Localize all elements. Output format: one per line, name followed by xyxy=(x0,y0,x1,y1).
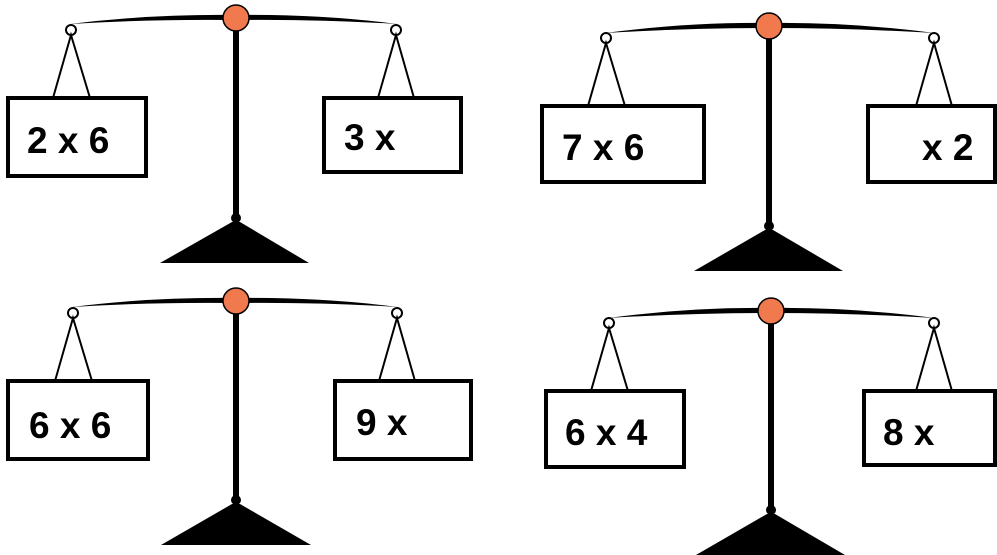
right-pan-box xyxy=(322,96,463,174)
balance-scale-1: 2 x 6 3 x xyxy=(6,4,463,263)
pivot-knob xyxy=(222,287,250,315)
balance-scale-3: 6 x 6 9 x xyxy=(6,287,473,545)
post-joint xyxy=(764,221,774,231)
right-pan-label: x 2 xyxy=(922,127,973,168)
post-joint xyxy=(231,213,241,223)
balance-scale-4: 6 x 4 8 x xyxy=(544,297,997,555)
left-pan-box xyxy=(544,389,686,469)
left-pan-label: 2 x 6 xyxy=(27,120,109,161)
left-pan-box xyxy=(6,379,150,461)
right-strings xyxy=(915,324,953,392)
right-pan-label: 9 x xyxy=(356,402,408,443)
right-pan-box xyxy=(862,389,997,467)
scale-base xyxy=(161,504,311,545)
left-strings xyxy=(587,39,626,107)
pivot-knob xyxy=(222,4,250,32)
left-pan-label: 6 x 4 xyxy=(565,412,648,453)
left-pan-box xyxy=(6,96,148,178)
right-strings xyxy=(378,314,416,382)
left-strings xyxy=(54,314,93,382)
right-pan-label: 8 x xyxy=(883,412,935,453)
post-joint xyxy=(231,495,241,505)
left-strings xyxy=(52,31,91,99)
post-joint xyxy=(766,505,776,515)
pivot-knob xyxy=(757,297,785,325)
right-strings xyxy=(377,31,415,99)
left-pan-box xyxy=(540,104,706,184)
scale-base xyxy=(694,230,843,271)
right-strings xyxy=(915,39,953,107)
left-strings xyxy=(590,324,629,392)
right-pan-box xyxy=(866,104,997,184)
left-pan-label: 7 x 6 xyxy=(562,127,644,168)
scale-base xyxy=(160,222,309,263)
right-pan-label: 3 x xyxy=(344,117,396,158)
right-pan-box xyxy=(333,379,473,461)
left-pan-label: 6 x 6 xyxy=(29,405,111,446)
pivot-knob xyxy=(755,12,783,40)
balance-scale-2: 7 x 6 x 2 xyxy=(540,12,997,271)
scale-base xyxy=(696,514,845,555)
